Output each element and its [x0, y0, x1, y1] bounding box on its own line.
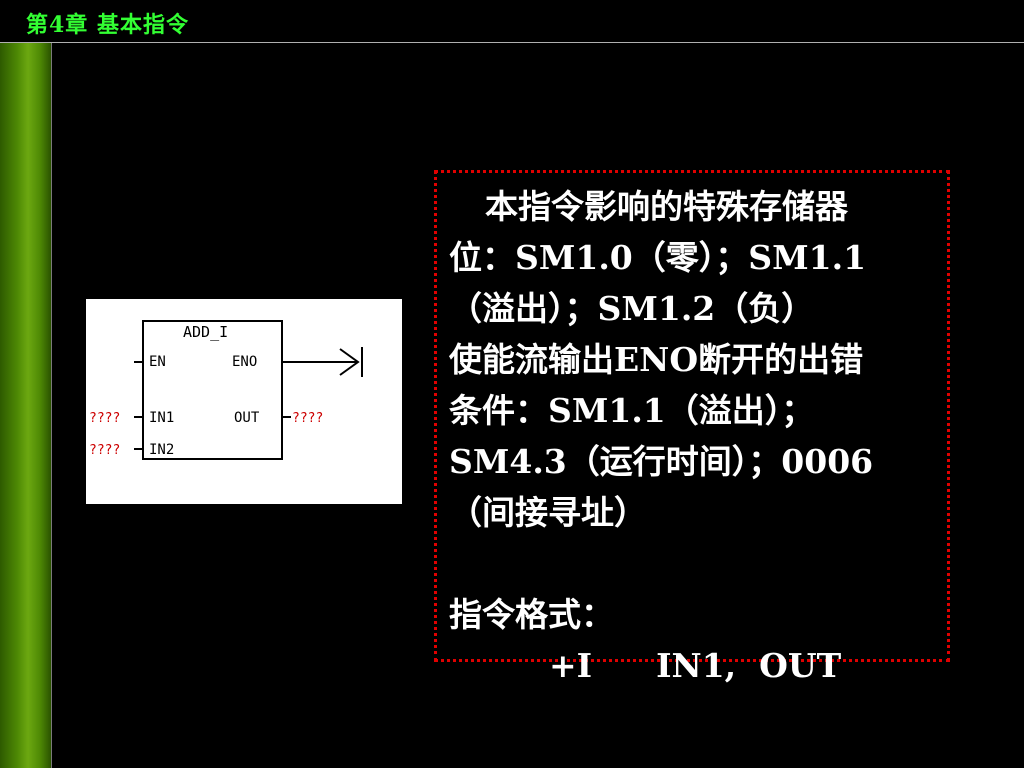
- block-title: ADD_I: [183, 323, 228, 341]
- eno-label: ENO: [232, 354, 257, 370]
- add-i-block: [142, 320, 283, 460]
- header-divider: [0, 42, 1024, 43]
- format-opcode: +I: [549, 646, 593, 685]
- description-blank-line: [449, 538, 935, 589]
- out-value: ????: [292, 411, 323, 426]
- add-i-block-diagram: ADD_I EN ENO ???? IN1 OUT ???? ???? IN2: [89, 320, 363, 460]
- description-line-6: SM4.3（运行时间）；0006: [449, 442, 874, 481]
- description-line-5: 条件：SM1.1（溢出）；: [449, 391, 815, 430]
- description-line-2: 位：SM1.0（零）；SM1.1: [449, 238, 867, 277]
- description-line-4: 使能流输出ENO断开的出错: [449, 340, 864, 379]
- description-line-1: 本指令影响的特殊存储器: [485, 187, 848, 226]
- en-label: EN: [149, 354, 166, 370]
- chapter-title: 第4章 基本指令: [26, 12, 189, 38]
- in2-value: ????: [89, 443, 120, 458]
- instruction-description-box: 本指令影响的特殊存储器 位：SM1.0（零）；SM1.1 （溢出）；SM1.2（…: [434, 170, 950, 685]
- out-label: OUT: [234, 410, 260, 426]
- format-operands: IN1, OUT: [656, 646, 842, 685]
- in2-label: IN2: [149, 442, 174, 458]
- description-line-3: （溢出）；SM1.2（负）: [449, 289, 815, 328]
- instruction-format: +I IN1, OUT: [449, 640, 935, 691]
- slide-header: 第4章 基本指令: [0, 0, 1024, 42]
- format-heading: 指令格式：: [449, 595, 614, 634]
- description-line-7: （间接寻址）: [449, 493, 647, 532]
- in1-value: ????: [89, 411, 120, 426]
- in1-label: IN1: [149, 410, 174, 426]
- left-bar-divider: [51, 43, 52, 768]
- left-decorative-bar: [0, 43, 51, 768]
- eno-arrow-icon: [339, 348, 360, 376]
- ladder-diagram: ADD_I EN ENO ???? IN1 OUT ???? ???? IN2: [86, 299, 402, 504]
